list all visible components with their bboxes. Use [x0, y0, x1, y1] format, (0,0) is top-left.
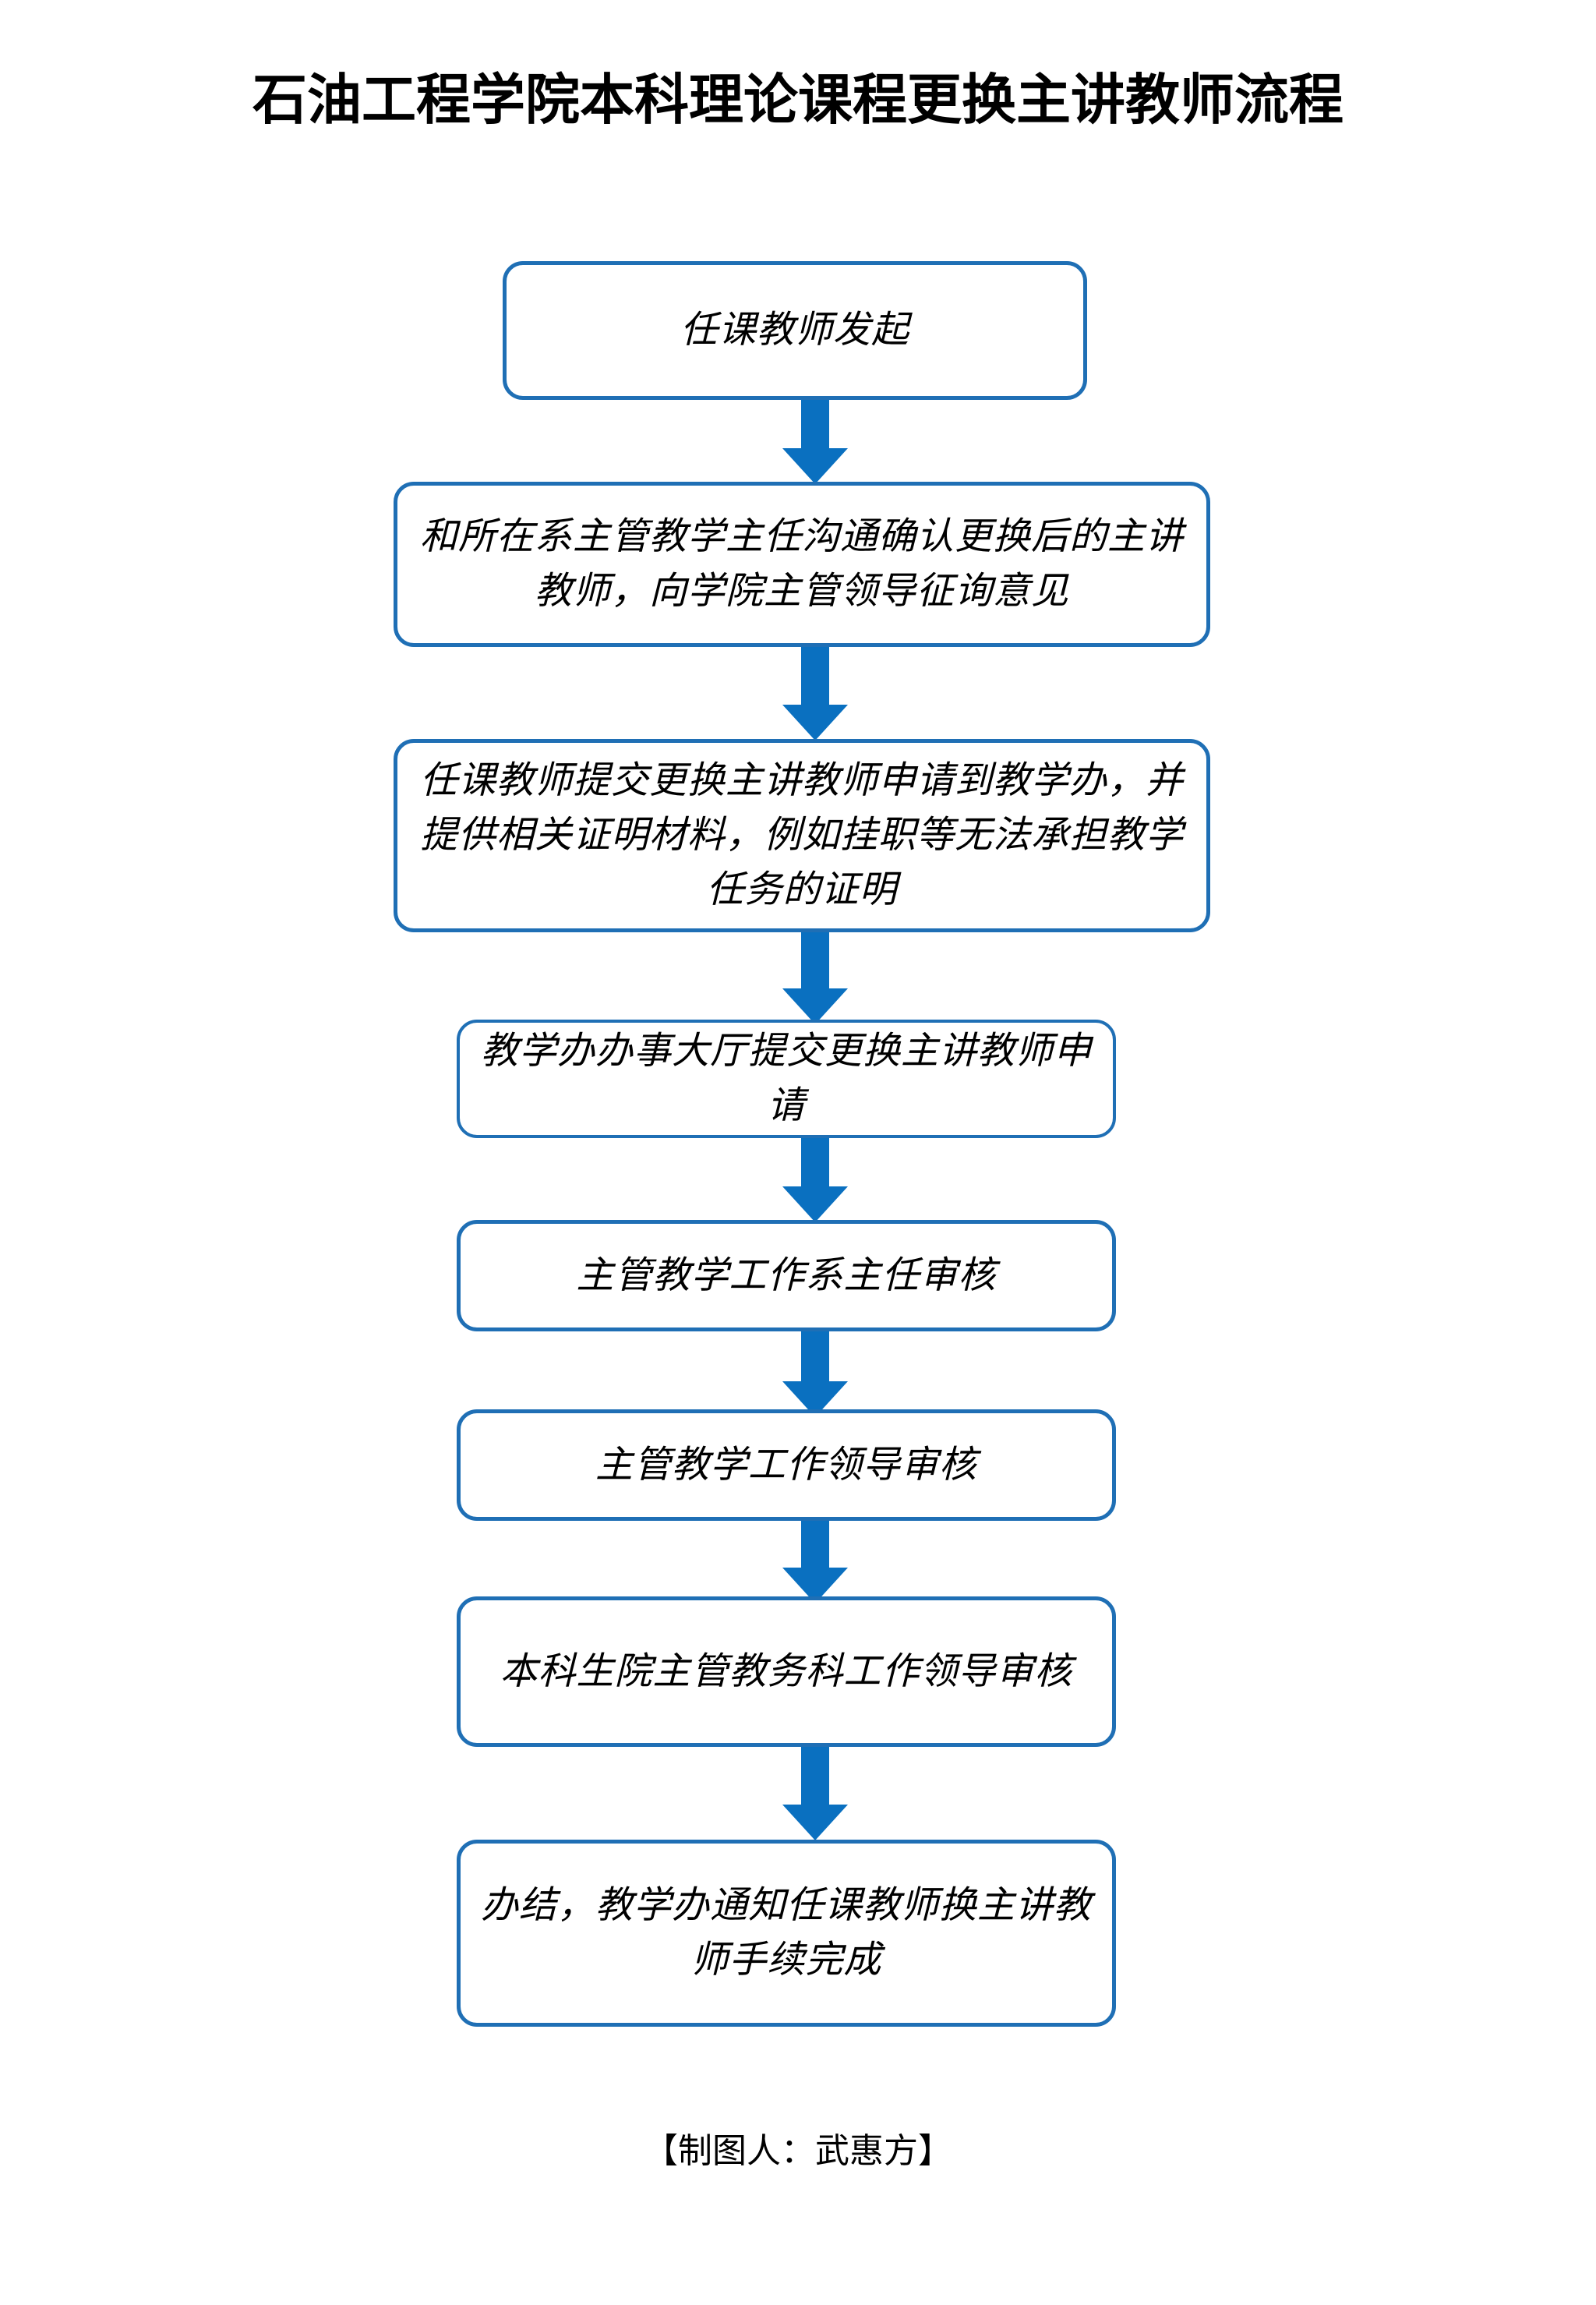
flow-node-service-hall-submit[interactable]: 教学办办事大厅提交更换主讲教师申请	[457, 1020, 1116, 1138]
flow-arrow-down-icon	[782, 1331, 848, 1417]
flow-arrow-down-icon	[782, 1138, 848, 1222]
page-title: 石油工程学院本科理论课程更换主讲教师流程	[252, 69, 1344, 130]
flow-arrow-down-icon	[782, 400, 848, 484]
flow-node-label: 任课教师提交更换主讲教师申请到教学办，并提供相关证明材料，例如挂职等无法承担教学…	[419, 760, 1184, 910]
flow-node-initiate[interactable]: 任课教师发起	[503, 261, 1087, 400]
flow-node-consult-director[interactable]: 和所在系主管教学主任沟通确认更换后的主讲教师，向学院主管领导征询意见	[394, 482, 1210, 647]
flow-arrow-down-icon	[782, 932, 848, 1024]
flow-node-college-leader-review[interactable]: 主管教学工作领导审核	[457, 1409, 1116, 1521]
flow-arrow-down-icon	[782, 1747, 848, 1840]
flow-arrow-down-icon	[782, 1521, 848, 1603]
flow-node-completion[interactable]: 办结，教学办通知任课教师换主讲教师手续完成	[457, 1840, 1116, 2027]
flow-node-department-head-review[interactable]: 主管教学工作系主任审核	[457, 1220, 1116, 1331]
chart-author-credit: 【制图人：武惠方】	[644, 2132, 952, 2170]
flow-node-submit-application[interactable]: 任课教师提交更换主讲教师申请到教学办，并提供相关证明材料，例如挂职等无法承担教学…	[394, 739, 1210, 932]
flow-node-label: 和所在系主管教学主任沟通确认更换后的主讲教师，向学院主管领导征询意见	[419, 516, 1184, 612]
flow-arrow-down-icon	[782, 647, 848, 741]
flow-node-undergraduate-office-review[interactable]: 本科生院主管教务科工作领导审核	[457, 1596, 1116, 1747]
flow-node-label: 主管教学工作系主任审核	[576, 1254, 997, 1296]
flow-node-label: 主管教学工作领导审核	[595, 1444, 977, 1486]
flow-node-label: 教学办办事大厅提交更换主讲教师申请	[480, 1031, 1092, 1126]
flow-node-label: 本科生院主管教务科工作领导审核	[500, 1650, 1073, 1692]
flow-node-label: 任课教师发起	[680, 309, 909, 351]
flow-node-label: 办结，教学办通知任课教师换主讲教师手续完成	[480, 1885, 1092, 1981]
